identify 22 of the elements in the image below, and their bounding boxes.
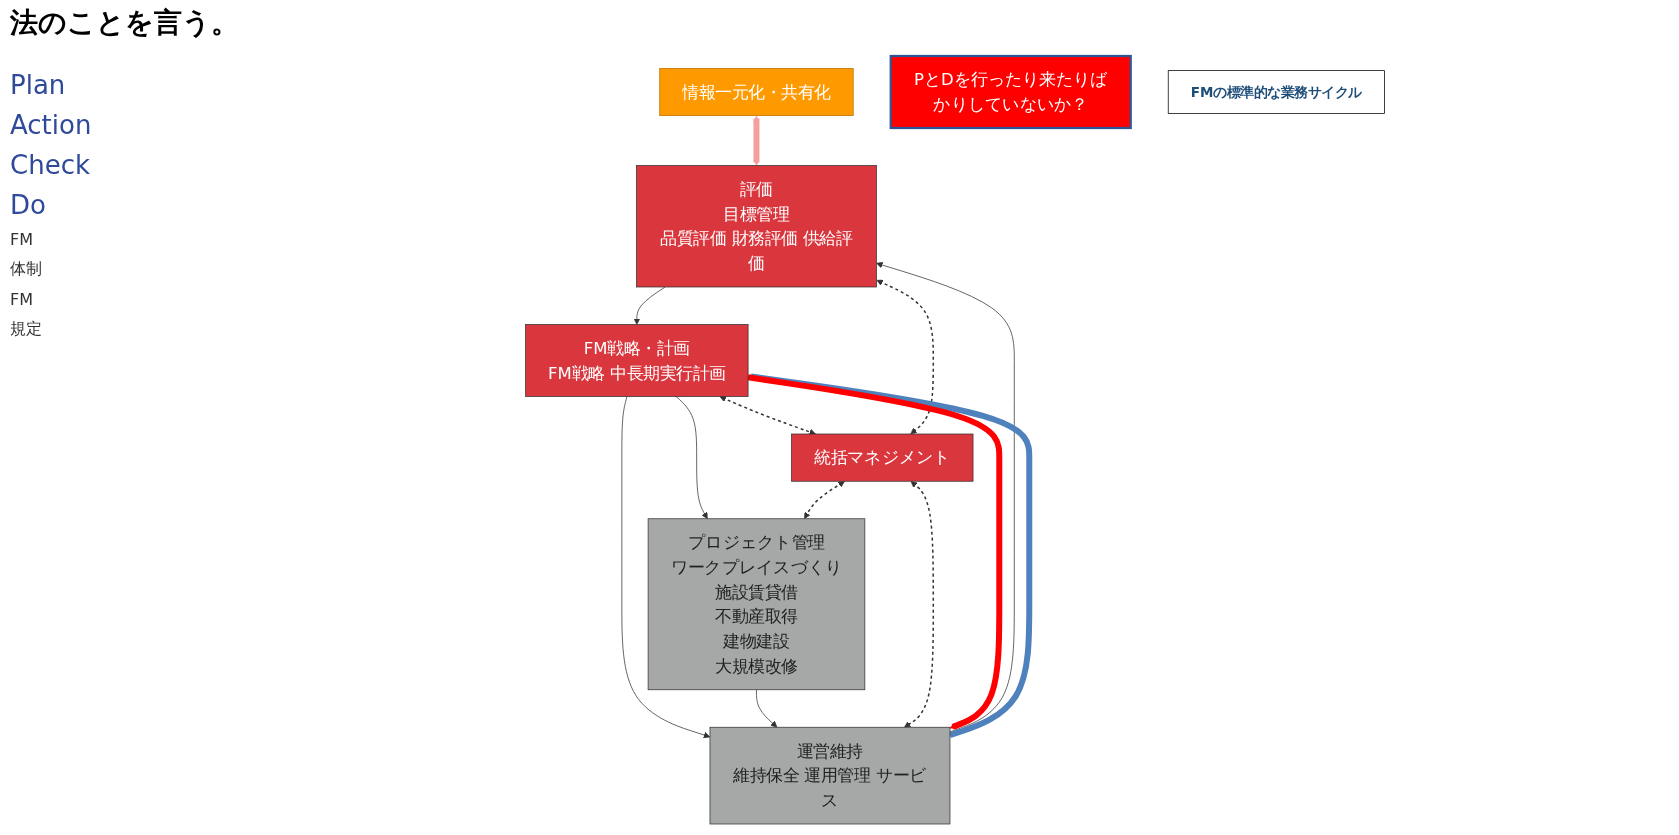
node-box: 情報一元化・共有化 bbox=[659, 68, 854, 116]
heading-fragment: 法のことを言う。 bbox=[10, 5, 239, 41]
node-box: FM戦略・計画 FM戦略 中長期実行計画 bbox=[525, 324, 749, 397]
node-box: プロジェクト管理 ワークプレイスづくり 施設賃貸借 不動産取得 建物建設 大規模改修 bbox=[647, 518, 866, 691]
partial-text: 体制 bbox=[10, 259, 43, 280]
phase-label: Action bbox=[10, 110, 93, 140]
node-box: 統括マネジメント bbox=[791, 433, 974, 482]
partial-text: 規定 bbox=[10, 319, 43, 340]
node-box: 評価 目標管理 品質評価 財務評価 供給評価 bbox=[636, 165, 877, 288]
node-box: FMの標準的な業務サイクル bbox=[1167, 70, 1385, 114]
phase-label: Do bbox=[10, 190, 47, 220]
arrow bbox=[876, 279, 935, 435]
node-box: PとDを行ったり来たりばかりしていないか？ bbox=[889, 54, 1132, 130]
phase-label: Plan bbox=[10, 70, 67, 100]
partial-text: FM bbox=[10, 290, 34, 309]
partial-text: FM bbox=[10, 230, 34, 249]
node-box: 運営維持 維持保全 運用管理 サービス bbox=[709, 726, 951, 825]
arrow bbox=[904, 481, 935, 728]
phase-label: Check bbox=[10, 150, 91, 180]
arrow bbox=[804, 481, 845, 520]
arrow bbox=[753, 115, 760, 166]
arrow bbox=[719, 395, 816, 436]
